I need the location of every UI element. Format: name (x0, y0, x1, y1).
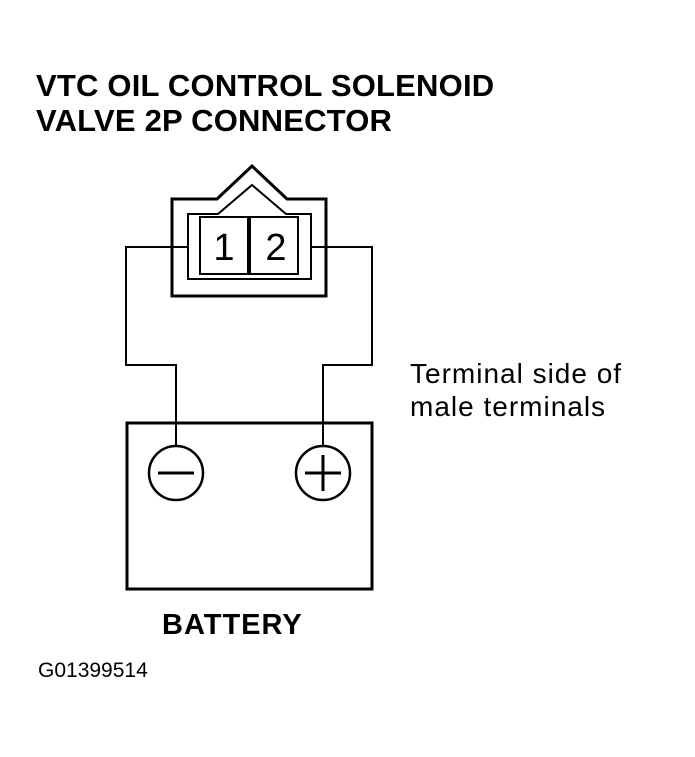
plus-icon (294, 444, 352, 502)
connector-housing-outer (170, 163, 328, 298)
wire-pin2-to-positive (311, 246, 373, 445)
terminal-side-note: Terminal side of male terminals (410, 357, 622, 423)
note-line-2: male terminals (410, 391, 607, 422)
note-line-1: Terminal side of (410, 358, 623, 389)
battery-body (125, 421, 374, 591)
pin-1-label: 1 (213, 227, 234, 269)
title-line-1: VTC OIL CONTROL SOLENOID (36, 68, 495, 103)
connector-housing-inner (187, 183, 312, 280)
minus-icon (147, 444, 205, 502)
figure-code: G01399514 (38, 659, 148, 682)
wire-pin1-to-negative (125, 246, 188, 445)
pin-2-label: 2 (265, 227, 286, 269)
diagram-title: VTC OIL CONTROL SOLENOID VALVE 2P CONNEC… (36, 68, 494, 138)
title-line-2: VALVE 2P CONNECTOR (36, 103, 393, 138)
battery-label: BATTERY (162, 609, 303, 641)
